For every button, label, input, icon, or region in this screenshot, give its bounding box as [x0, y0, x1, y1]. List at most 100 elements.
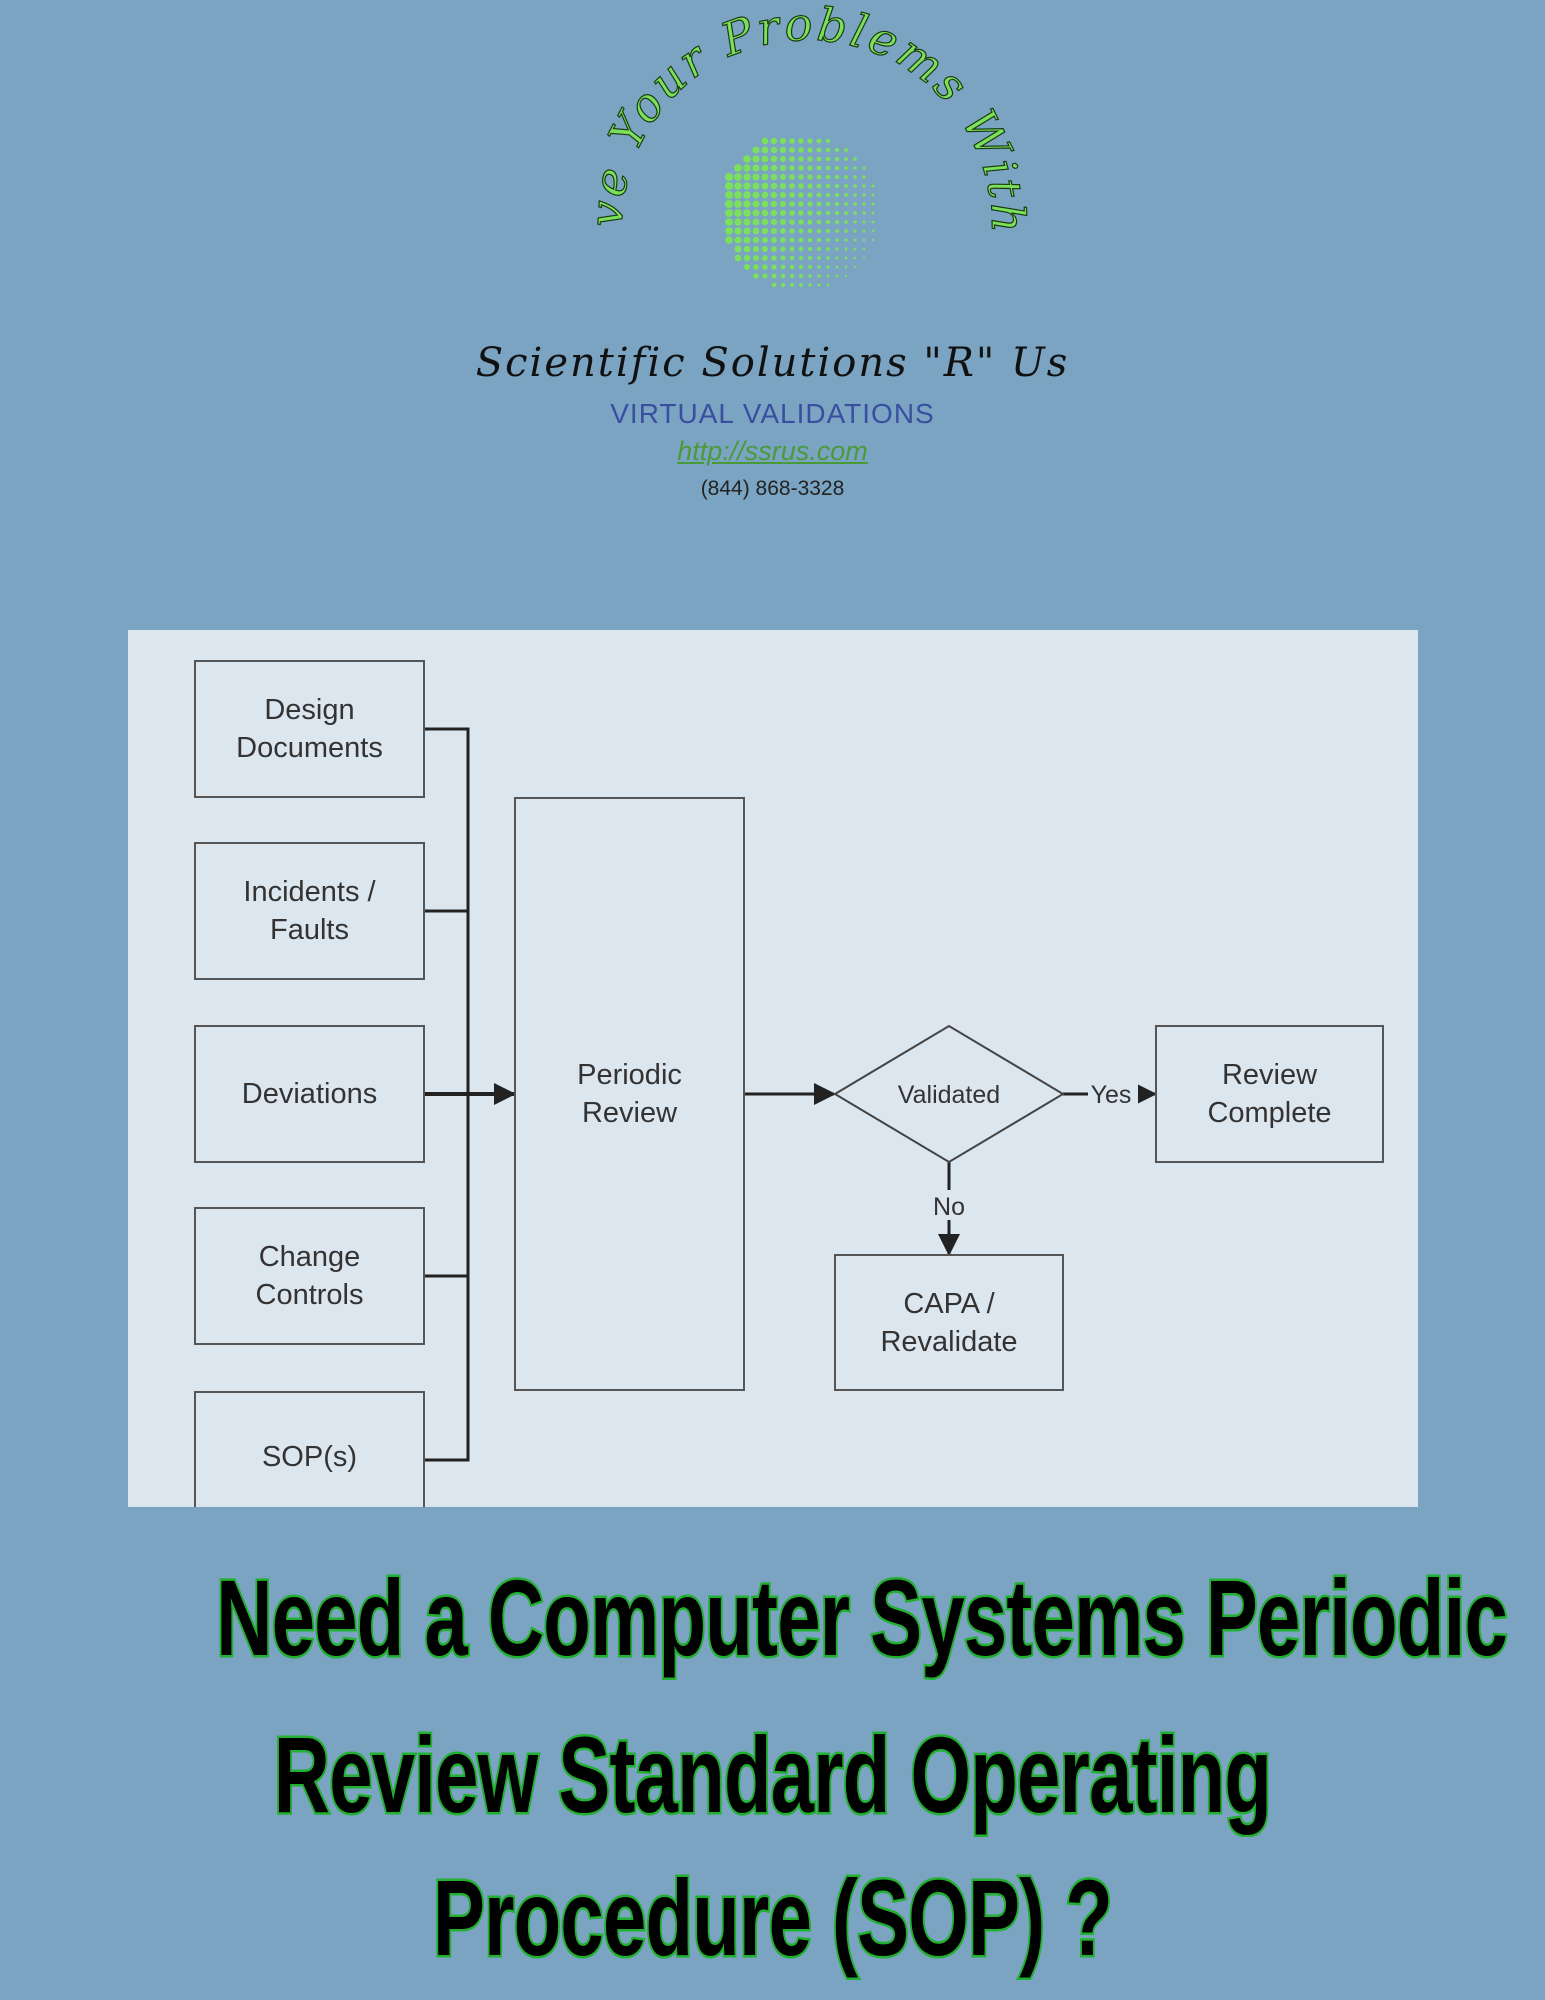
globe-dot	[798, 147, 804, 153]
globe-dot	[780, 219, 786, 225]
globe-dot	[734, 164, 742, 172]
globe-dot	[798, 165, 804, 171]
globe-dot	[762, 246, 768, 252]
globe-dot	[752, 218, 760, 226]
globe-dot	[835, 220, 839, 224]
globe-dot	[780, 255, 786, 261]
globe-dot	[807, 237, 813, 243]
globe-dot	[743, 209, 751, 217]
globe-dot	[844, 220, 848, 224]
globe-dot	[825, 147, 831, 153]
globe-dot	[834, 210, 840, 216]
globe-dot	[762, 273, 768, 279]
globe-dot	[835, 238, 839, 242]
globe-dot	[853, 229, 857, 233]
globe-dot	[743, 155, 751, 163]
globe-dot	[725, 236, 733, 244]
decision-label: Validated	[898, 1081, 1000, 1109]
globe-dot	[724, 208, 734, 218]
globe-dot	[780, 246, 786, 252]
globe-dot	[871, 220, 875, 224]
globe-dot	[826, 247, 830, 251]
globe-dot	[770, 191, 778, 199]
globe-dot	[753, 264, 759, 270]
decision-diamond	[833, 1024, 1065, 1164]
globe-dot	[753, 273, 759, 279]
website-link[interactable]: http://ssrus.com	[677, 436, 868, 466]
globe-dot	[779, 191, 787, 199]
globe-dot	[816, 237, 822, 243]
globe-dot	[771, 237, 777, 243]
globe-dot	[844, 247, 848, 251]
headline-line-3: Procedure (SOP) ?	[431, 1855, 1114, 1981]
globe-dot	[825, 156, 831, 162]
globe-dot	[789, 183, 795, 189]
globe-dot	[798, 138, 804, 144]
globe-dot	[789, 201, 795, 207]
globe-dot	[761, 137, 769, 145]
globe-dot	[835, 229, 839, 233]
globe-dot	[770, 155, 778, 163]
globe-dot	[752, 245, 760, 253]
globe-dot	[834, 192, 840, 198]
globe-dot	[743, 227, 751, 235]
globe-dot	[780, 273, 786, 279]
globe-dot	[779, 173, 787, 181]
globe-dot	[844, 202, 848, 206]
globe-dot	[816, 219, 822, 225]
globe-dot	[770, 200, 778, 208]
globe-dot	[770, 146, 778, 154]
globe-dot	[834, 156, 840, 162]
globe-dot	[807, 255, 813, 261]
globe-dot	[826, 238, 830, 242]
globe-dot	[734, 254, 742, 262]
globe-dot	[844, 166, 848, 170]
globe-dot	[826, 265, 830, 269]
globe-dot	[862, 193, 866, 197]
globe-dot	[825, 201, 831, 207]
globe-dot	[734, 209, 742, 217]
globe-dot	[761, 209, 769, 217]
globe-dot	[817, 247, 821, 251]
globe-dot	[844, 265, 848, 269]
globe-dot	[743, 263, 751, 271]
globe-dot	[834, 201, 840, 207]
globe-dot	[762, 255, 768, 261]
globe-dot	[761, 182, 769, 190]
globe-dot	[761, 236, 769, 244]
globe-dot	[743, 200, 751, 208]
globe-dot	[871, 238, 875, 242]
globe-dot	[844, 184, 848, 188]
globe-dot	[853, 157, 857, 161]
globe-dot	[834, 147, 840, 153]
globe-dot	[807, 147, 813, 153]
globe-dot	[734, 236, 742, 244]
svg-text:Leave Your Problems With Us: Leave Your Problems With Us	[0, 0, 1035, 236]
globe-dot	[771, 273, 777, 279]
globe-dot	[752, 173, 760, 181]
globe-dot	[798, 228, 804, 234]
globe-dot	[771, 264, 777, 270]
globe-dot	[853, 220, 857, 224]
globe-dot	[834, 174, 840, 180]
globe-dot	[761, 227, 769, 235]
globe-dot	[826, 283, 830, 287]
globe-dot	[789, 273, 795, 279]
globe-dot	[835, 256, 839, 260]
globe-dot	[807, 228, 813, 234]
globe-dot	[817, 256, 821, 260]
globe-dot	[862, 175, 866, 179]
globe-dot	[862, 247, 866, 251]
globe-dot	[724, 199, 734, 209]
globe-dot	[853, 175, 857, 179]
globe-dot	[835, 265, 839, 269]
globe-dot	[862, 202, 866, 206]
globe-dot	[789, 138, 795, 144]
globe-dot	[844, 274, 848, 278]
globe-dot	[853, 247, 857, 251]
input-box-design-documents: Design Documents	[194, 660, 425, 798]
globe-dot	[743, 182, 751, 190]
globe-dot	[752, 191, 760, 199]
globe-dot	[816, 210, 822, 216]
globe-dot	[761, 200, 769, 208]
